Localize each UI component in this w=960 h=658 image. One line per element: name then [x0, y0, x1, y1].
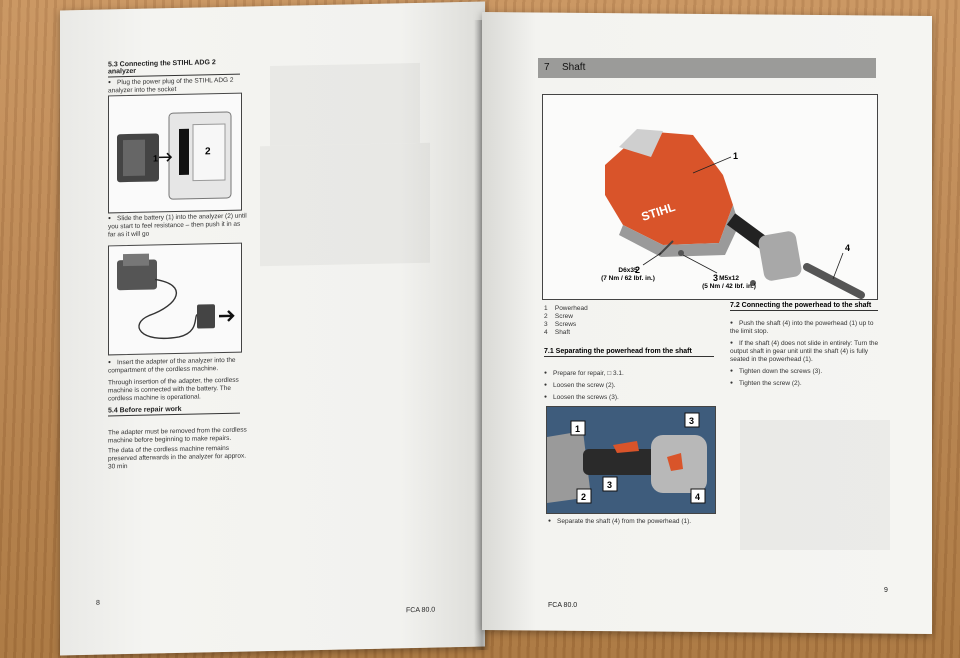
- adapter-plug: [197, 304, 215, 329]
- step-slide-battery: Slide the battery (1) into the analyzer …: [108, 213, 248, 240]
- legend-label: Powerhead: [554, 305, 588, 312]
- step-prepare-repair: Prepare for repair, □ 3.1.: [544, 368, 714, 380]
- callout-line-3: [682, 254, 718, 274]
- analyzer-illustration: 1 2: [117, 111, 232, 200]
- torque-spec-screw-2: D6x35 (7 Nm / 62 lbf. in.): [583, 267, 673, 283]
- torque-3-name: M5x12: [719, 275, 739, 282]
- fig1-label-2: 2: [205, 146, 211, 157]
- photo-callout-box-1: [570, 420, 586, 436]
- callout-label-1: 1: [733, 151, 738, 161]
- left-page-number: 8: [96, 599, 100, 607]
- torque-2-name: D6x35: [618, 267, 638, 274]
- parts-legend: 1 Powerhead 2 Screw 3 Screws 4 Shaft: [544, 305, 654, 337]
- right-footer-model: FCA 80.0: [548, 602, 578, 609]
- legend-item: 3 Screws: [544, 321, 654, 329]
- callout-label-3: 3: [713, 273, 718, 283]
- legend-number: 1: [544, 305, 548, 312]
- before-repair-paragraph-2: The data of the cordless machine remains…: [108, 444, 247, 471]
- powerhead-grey-base: [619, 205, 739, 257]
- legend-number: 3: [544, 321, 548, 328]
- right-page-number: 9: [884, 587, 888, 594]
- photo-callout-box-3b: [684, 412, 700, 428]
- push-arrow-icon: [219, 310, 235, 322]
- photo-label-4: 4: [695, 492, 700, 502]
- photo-label-1: 1: [575, 424, 580, 434]
- legend-label: Screw: [554, 313, 573, 320]
- callout-label-2: 2: [635, 265, 640, 275]
- powerhead-cap: [619, 129, 663, 157]
- section-7-2-steps: Push the shaft (4) into the powerhead (1…: [730, 320, 880, 388]
- section-7-2-heading: 7.2 Connecting the powerhead to the shaf…: [730, 302, 878, 311]
- torque-2-value: (7 Nm / 62 lbf. in.): [601, 275, 655, 282]
- analyzer-screen: [192, 123, 226, 182]
- screw-3b-shape: [750, 280, 756, 286]
- cable-line: [138, 278, 198, 339]
- powerhead-housing: [605, 131, 733, 245]
- legend-label: Shaft: [554, 329, 571, 336]
- screw-2-shape: [658, 240, 674, 256]
- bleed-through-shadow: [740, 420, 890, 550]
- photo-callout-box-4: [690, 488, 706, 504]
- photo-callout-box-2: [576, 488, 592, 504]
- photo-callout-box-3a: [602, 476, 618, 492]
- legend-number: 4: [544, 329, 548, 336]
- step-separate-shaft: Separate the shaft (4) from the powerhea…: [548, 518, 718, 526]
- separation-photo: 1 2 3 3 4: [547, 407, 715, 513]
- shaft-tube: [803, 263, 865, 299]
- legend-item: 4 Shaft: [544, 329, 654, 337]
- powerhead-illustration: STIHL 1 2 3 4: [605, 129, 865, 299]
- callout-line-4: [832, 252, 844, 280]
- shaft-grip-black: [583, 449, 661, 475]
- connection-paragraph: Through insertion of the adapter, the co…: [108, 376, 239, 403]
- left-footer-model: FCA 80.0: [406, 606, 436, 615]
- powerhead-end-grey: [547, 431, 591, 503]
- chapter-number: 7: [544, 62, 550, 73]
- control-grip: [758, 231, 802, 281]
- adapter-illustration: [117, 253, 235, 339]
- step-insert-adapter: Insert the adapter of the analyzer into …: [108, 357, 248, 376]
- photo-label-3b: 3: [689, 416, 694, 426]
- legend-number: 2: [544, 313, 548, 320]
- callout-label-4: 4: [845, 243, 850, 253]
- legend-label: Screws: [554, 321, 577, 328]
- battery-face: [123, 139, 145, 177]
- callout-line-2: [642, 252, 662, 266]
- photo-separating-shaft: 1 2 3 3 4: [546, 406, 716, 514]
- photo-label-2: 2: [581, 492, 586, 502]
- section-7-1-steps: Prepare for repair, □ 3.1. Loosen the sc…: [544, 368, 714, 404]
- torque-spec-screw-3: M5x12 (5 Nm / 42 lbf. in.): [683, 275, 775, 291]
- bleed-through-shadow: [260, 142, 430, 267]
- step-loosen-screws: Loosen the screws (3).: [544, 392, 714, 404]
- left-page: 5.3 Connecting the STIHL ADG 2 analyzer …: [60, 1, 485, 656]
- orange-trigger: [613, 441, 639, 453]
- before-repair-paragraph-1: The adapter must be removed from the cor…: [108, 426, 247, 445]
- orange-switch: [667, 453, 683, 471]
- section-5-3-heading: 5.3 Connecting the STIHL ADG 2 analyzer: [108, 58, 240, 78]
- insert-arrow-icon: [159, 152, 173, 162]
- torque-3-value: (5 Nm / 42 lbf. in.): [702, 283, 756, 290]
- legend-item: 2 Screw: [544, 313, 654, 321]
- charger-top: [123, 253, 149, 267]
- chapter-title: Shaft: [562, 62, 586, 73]
- bleed-through-shadow: [270, 62, 420, 147]
- section-7-1-heading: 7.1 Separating the powerhead from the sh…: [544, 348, 714, 357]
- step-push-shaft: Push the shaft (4) into the powerhead (1…: [730, 320, 880, 336]
- charger-shape: [117, 259, 157, 291]
- fig1-label-1: 1: [153, 153, 158, 163]
- figure-adapter-cable: [108, 242, 242, 356]
- photo-label-3a: 3: [607, 480, 612, 490]
- callout-line-1: [692, 156, 732, 174]
- legend-item: 1 Powerhead: [544, 305, 654, 313]
- analyzer-slot: [179, 128, 189, 175]
- step-tighten-screw: Tighten the screw (2).: [730, 380, 880, 388]
- figure-analyzer-battery: 1 2: [108, 92, 242, 214]
- section-5-4-heading: 5.4 Before repair work: [108, 404, 240, 417]
- step-tighten-screws: Tighten down the screws (3).: [730, 368, 880, 376]
- figure-powerhead-shaft: STIHL 1 2 3 4 D6x35 (7 Nm / 62 lbf. in.)…: [542, 94, 878, 300]
- step-turn-output-shaft: If the shaft (4) does not slide in entir…: [730, 340, 880, 364]
- chapter-heading-bar: 7 Shaft: [538, 58, 876, 78]
- screw-3a-shape: [678, 250, 684, 256]
- step-loosen-screw: Loosen the screw (2).: [544, 380, 714, 392]
